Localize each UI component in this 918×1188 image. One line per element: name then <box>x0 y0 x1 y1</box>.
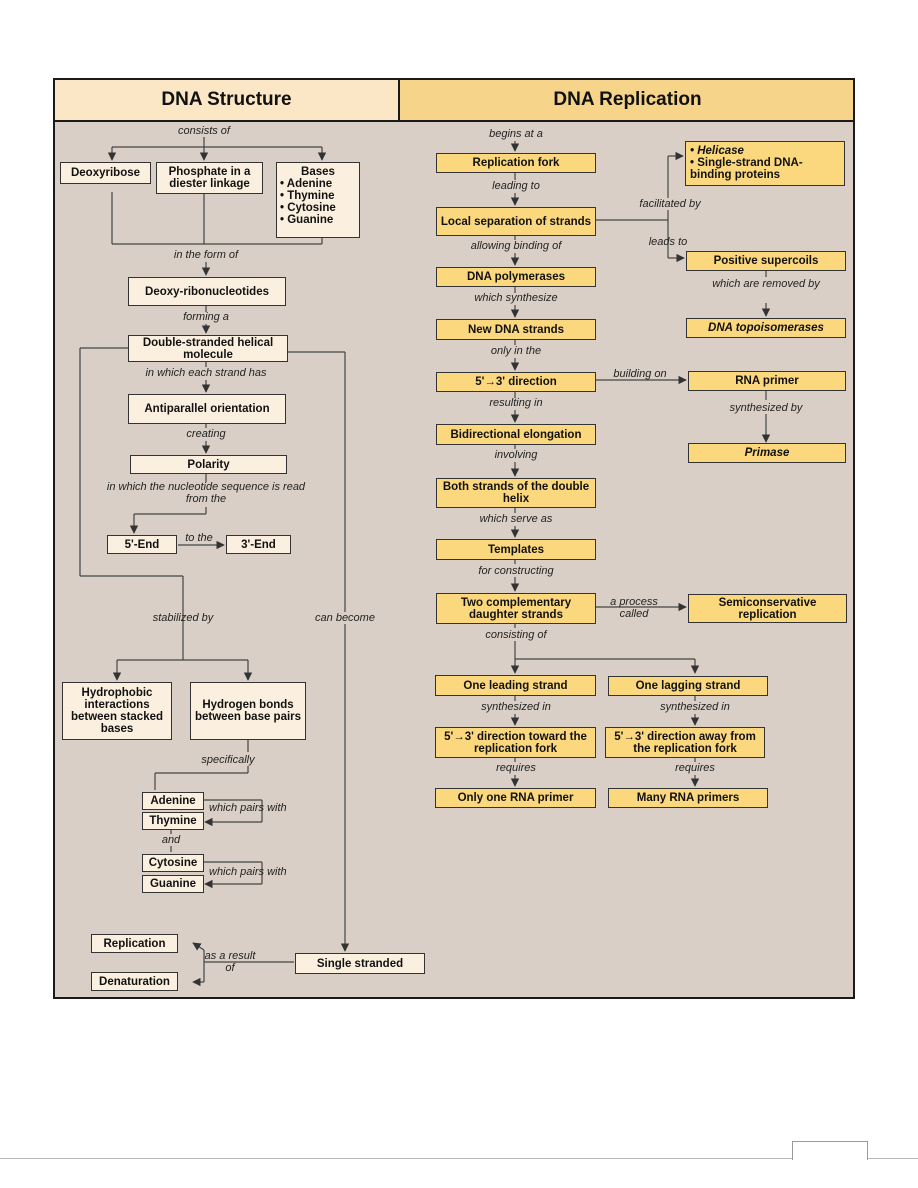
box-single-stranded: Single stranded <box>295 953 425 974</box>
footer-rule <box>0 1158 918 1159</box>
base-item: • Cytosine <box>280 202 336 214</box>
box-double-stranded: Double-stranded helical molecule <box>128 335 288 362</box>
helicase-item: • Helicase <box>690 145 744 157</box>
label-allowing-binding: allowing binding of <box>470 240 562 252</box>
box-antiparallel: Antiparallel orientation <box>128 394 286 424</box>
box-rna-primer: RNA primer <box>688 371 846 391</box>
bases-title: Bases <box>301 166 335 178</box>
label-consists-of: consists of <box>178 125 230 137</box>
box-adenine: Adenine <box>142 792 204 810</box>
box-denaturation: Denaturation <box>91 972 178 991</box>
label-read-from: in which the nucleotide sequence is read… <box>106 481 306 505</box>
box-hydrophobic: Hydrophobic interactions between stacked… <box>62 682 172 740</box>
label-which-serve-as: which serve as <box>479 513 553 525</box>
box-semiconservative: Semiconservative replication <box>688 594 847 623</box>
label-building-on: building on <box>613 368 667 380</box>
base-item: • Adenine <box>280 178 333 190</box>
box-bases: Bases • Adenine • Thymine • Cytosine • G… <box>276 162 360 238</box>
label-which-pairs-1: which pairs with <box>209 802 287 814</box>
box-away-fork: 5'→3' direction away from the replicatio… <box>605 727 765 758</box>
label-specifically: specifically <box>201 754 255 766</box>
label-leading-to: leading to <box>492 180 540 192</box>
box-many-primers: Many RNA primers <box>608 788 768 808</box>
box-replication: Replication <box>91 934 178 953</box>
label-resulting-in: resulting in <box>489 397 543 409</box>
label-as-a-result-of: as a result of <box>204 950 256 974</box>
label-in-the-form-of: in the form of <box>173 249 239 261</box>
page-number-tab <box>792 1141 868 1160</box>
box-templates: Templates <box>436 539 596 560</box>
label-forming-a: forming a <box>183 311 229 323</box>
label-to-the: to the <box>185 532 213 544</box>
box-phosphate: Phosphate in a diester linkage <box>156 162 263 194</box>
label-can-become: can become <box>313 612 377 624</box>
label-and: and <box>161 834 181 846</box>
box-two-complementary: Two complementary daughter strands <box>436 593 596 624</box>
dna-replication-header: DNA Replication <box>400 80 853 122</box>
box-deoxyribose: Deoxyribose <box>60 162 151 184</box>
label-begins-at-a: begins at a <box>489 128 543 140</box>
box-both-strands: Both strands of the double helix <box>436 478 596 508</box>
label-for-constructing: for constructing <box>478 565 554 577</box>
label-leads-to: leads to <box>648 236 688 248</box>
box-helicase-ssb: • Helicase • Single-strand DNA-binding p… <box>685 141 845 186</box>
label-which-pairs-2: which pairs with <box>209 866 287 878</box>
base-item: • Guanine <box>280 214 334 226</box>
box-new-dna-strands: New DNA strands <box>436 319 596 340</box>
box-three-end: 3'-End <box>226 535 291 554</box>
box-one-leading: One leading strand <box>435 675 596 696</box>
dna-structure-header: DNA Structure <box>55 80 400 122</box>
label-requires-1: requires <box>496 762 536 774</box>
box-hydrogen-bonds: Hydrogen bonds between base pairs <box>190 682 306 740</box>
box-positive-supercoils: Positive supercoils <box>686 251 846 271</box>
box-five-end: 5'-End <box>107 535 177 554</box>
box-cytosine: Cytosine <box>142 854 204 872</box>
box-thymine: Thymine <box>142 812 204 830</box>
base-item: • Thymine <box>280 190 335 202</box>
label-requires-2: requires <box>675 762 715 774</box>
label-synthesized-in-2: synthesized in <box>660 701 730 713</box>
label-stabilized-by: stabilized by <box>152 612 214 624</box>
box-local-separation: Local separation of strands <box>436 207 596 236</box>
box-replication-fork: Replication fork <box>436 153 596 173</box>
ssb-item: • Single-strand DNA-binding proteins <box>690 157 803 181</box>
label-removed-by: which are removed by <box>712 278 820 290</box>
label-only-in-the: only in the <box>490 345 542 357</box>
label-involving: involving <box>494 449 538 461</box>
box-primase: Primase <box>688 443 846 463</box>
box-dna-polymerases: DNA polymerases <box>436 267 596 287</box>
box-polarity: Polarity <box>130 455 287 474</box>
label-creating: creating <box>186 428 226 440</box>
label-a-process-called: a process called <box>610 596 658 620</box>
box-bidirectional: Bidirectional elongation <box>436 424 596 445</box>
box-one-lagging: One lagging strand <box>608 676 768 696</box>
label-which-synthesize: which synthesize <box>474 292 558 304</box>
label-synthesized-by: synthesized by <box>729 402 803 414</box>
label-facilitated-by: facilitated by <box>637 198 703 210</box>
box-deoxyribonucleotides: Deoxy-ribonucleotides <box>128 277 286 306</box>
label-in-which-each: in which each strand has <box>145 367 267 379</box>
label-consisting-of: consisting of <box>485 629 547 641</box>
box-5-3-direction: 5'→3' direction <box>436 372 596 392</box>
box-toward-fork: 5'→3' direction toward the replication f… <box>435 727 596 758</box>
label-synthesized-in-1: synthesized in <box>481 701 551 713</box>
box-dna-topoisomerases: DNA topoisomerases <box>686 318 846 338</box>
box-only-one-primer: Only one RNA primer <box>435 788 596 808</box>
box-guanine: Guanine <box>142 875 204 893</box>
